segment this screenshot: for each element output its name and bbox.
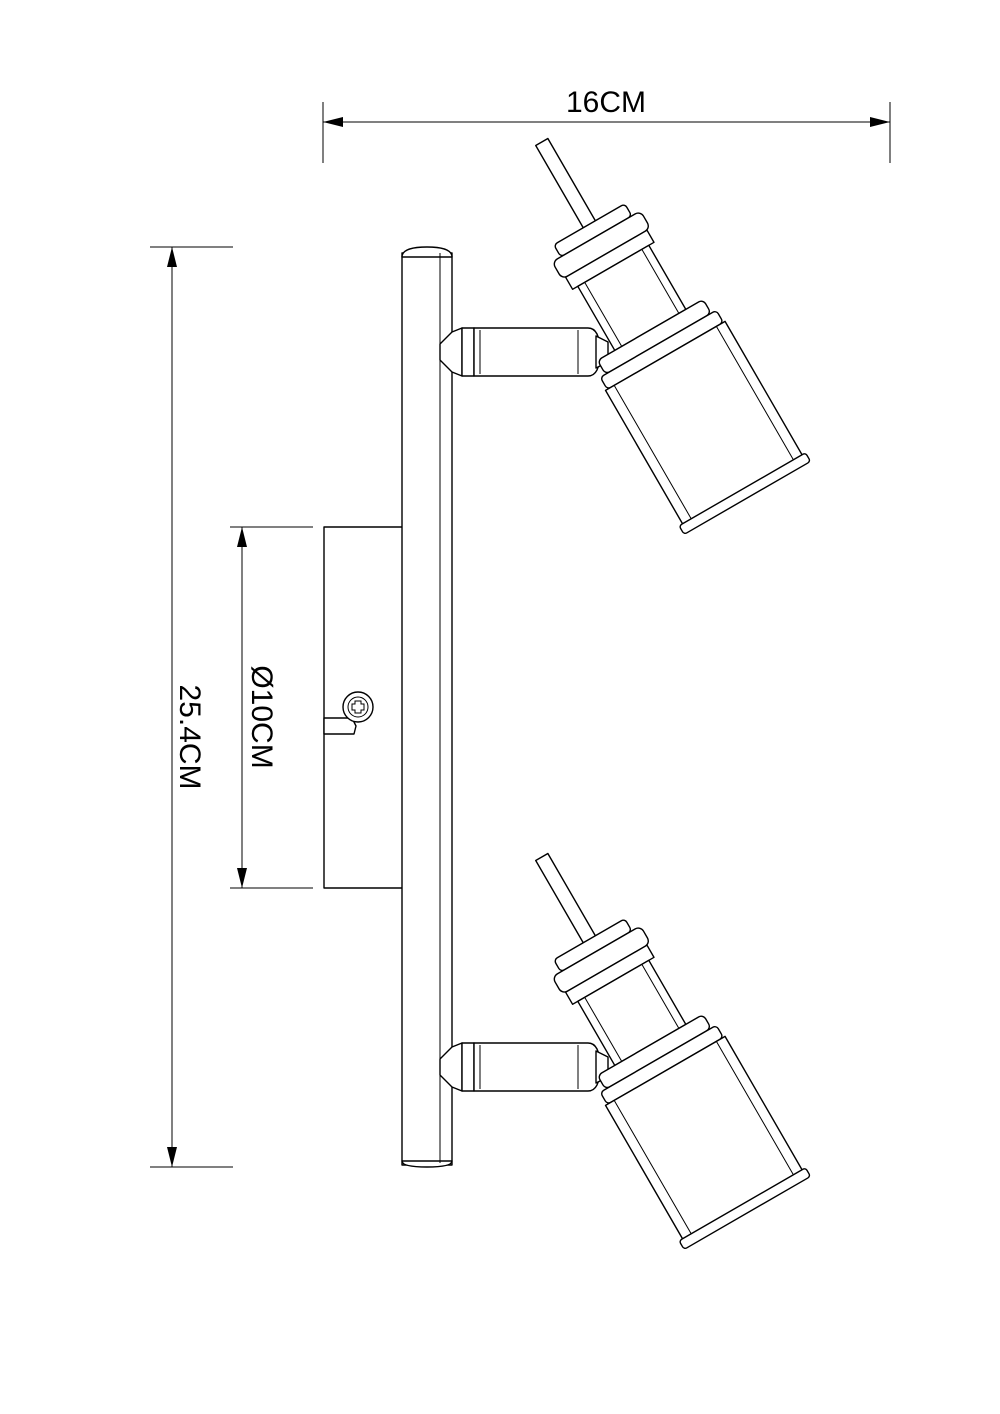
height-dimension: 25.4CM — [150, 246, 233, 1168]
width-dimension: 16CM — [322, 86, 891, 163]
spotlight-bottom — [439, 819, 812, 1251]
spotlight-top — [439, 104, 812, 536]
width-label: 16CM — [566, 86, 646, 119]
screw-icon — [323, 691, 374, 735]
rail — [401, 246, 453, 1168]
base-diameter-label: Ø10CM — [245, 665, 278, 768]
height-label: 25.4CM — [173, 684, 206, 789]
base-diameter-dimension: Ø10CM — [230, 526, 313, 889]
